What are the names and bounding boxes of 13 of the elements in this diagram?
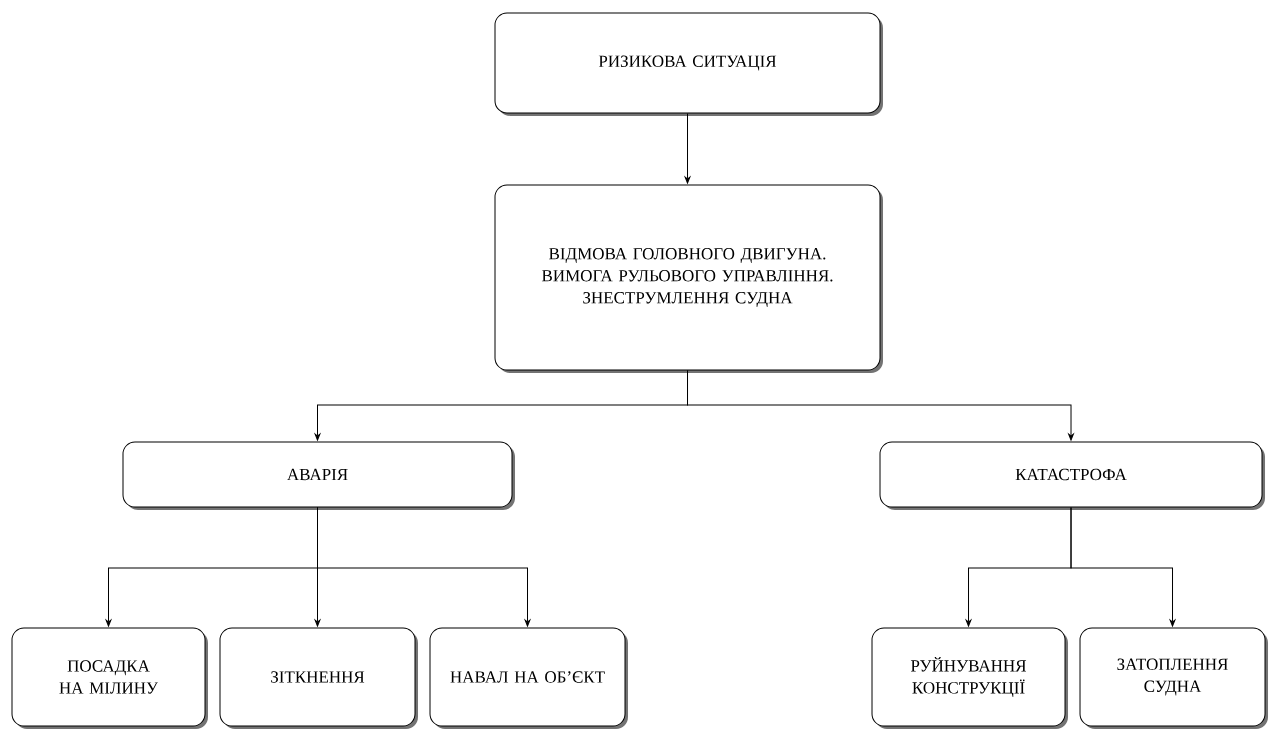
arrow <box>1070 507 1176 627</box>
process-box: РИЗИКОВА СИТУАЦІЯ <box>494 12 883 116</box>
process-box: ЗІТКНЕННЯ <box>219 627 418 729</box>
process-box: ЗАТОПЛЕННЯ СУДНА <box>1079 627 1268 729</box>
process-box: ВІДМОВА ГОЛОВНОГО ДВИГУНА. ВИМОГА РУЛЬОВОГО УПРАВЛІННЯ. ЗНЕСТРУМЛЕННЯ СУДНА <box>494 184 883 373</box>
arrow <box>684 113 691 184</box>
arrow <box>317 507 531 627</box>
process-box: РУЙНУВАННЯ КОНСТРУКЦІЇ <box>871 627 1068 729</box>
process-box: КАТАСТРОФА <box>879 441 1265 510</box>
process-box: НАВАЛ НА ОБ’ЄКТ <box>429 627 628 729</box>
process-box: ПОСАДКА НА МІЛИНУ <box>11 627 208 729</box>
arrow <box>687 370 1074 441</box>
process-box: АВАРІЯ <box>122 441 515 510</box>
